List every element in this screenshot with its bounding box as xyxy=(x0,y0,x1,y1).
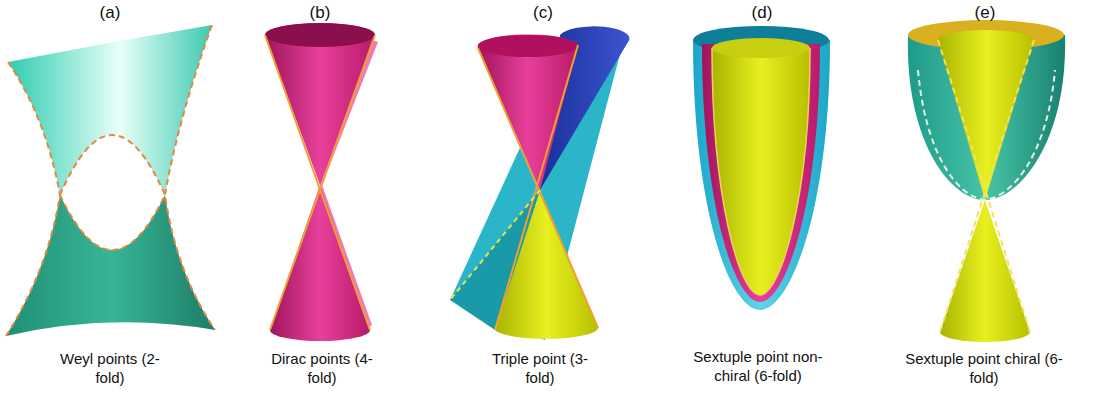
upper-cone xyxy=(938,30,1034,200)
dashed-edge xyxy=(918,70,1055,200)
dashed-edge xyxy=(60,135,165,250)
cone-rim xyxy=(265,23,375,47)
paraboloid-rim xyxy=(712,38,810,58)
cone-edge xyxy=(450,190,540,300)
panel-caption: Triple point (3-fold) xyxy=(490,350,590,388)
inner-paraboloid xyxy=(712,48,810,295)
panel-letter: (d) xyxy=(742,2,782,23)
paraboloid-edge xyxy=(712,48,810,295)
triple-point-bands xyxy=(450,26,629,340)
dashed-edge xyxy=(938,40,1034,332)
panel-caption: Dirac points (4-fold) xyxy=(267,350,377,388)
dashed-edge xyxy=(6,62,60,336)
lower-sheet xyxy=(6,195,215,336)
weyl-sheets xyxy=(6,25,215,336)
dirac-cones xyxy=(265,23,378,341)
chiral-sextuple-bands xyxy=(908,20,1065,342)
nested-paraboloids xyxy=(693,26,830,310)
dashed-edge xyxy=(165,25,215,330)
panel-caption: Weyl points (2-fold) xyxy=(60,350,160,388)
upper-sheet xyxy=(8,25,212,195)
cone-edge xyxy=(265,35,375,330)
lower-cone xyxy=(940,200,1030,342)
panel-letter: (e) xyxy=(965,2,1005,23)
panel-letter: (b) xyxy=(300,2,340,23)
lower-cone xyxy=(270,185,370,341)
panel-letter: (c) xyxy=(523,2,563,23)
upper-cone xyxy=(265,23,375,185)
outer-paraboloid xyxy=(693,40,830,310)
panel-caption: Sextuple point chiral (6-fold) xyxy=(902,350,1067,388)
cone-edge xyxy=(478,45,598,330)
cone-rim xyxy=(478,35,578,57)
panel-caption: Sextuple point non-chiral (6-fold) xyxy=(688,348,828,386)
middle-paraboloid xyxy=(702,44,820,302)
flat-band-front xyxy=(450,190,540,330)
panel-letter: (a) xyxy=(90,2,130,23)
